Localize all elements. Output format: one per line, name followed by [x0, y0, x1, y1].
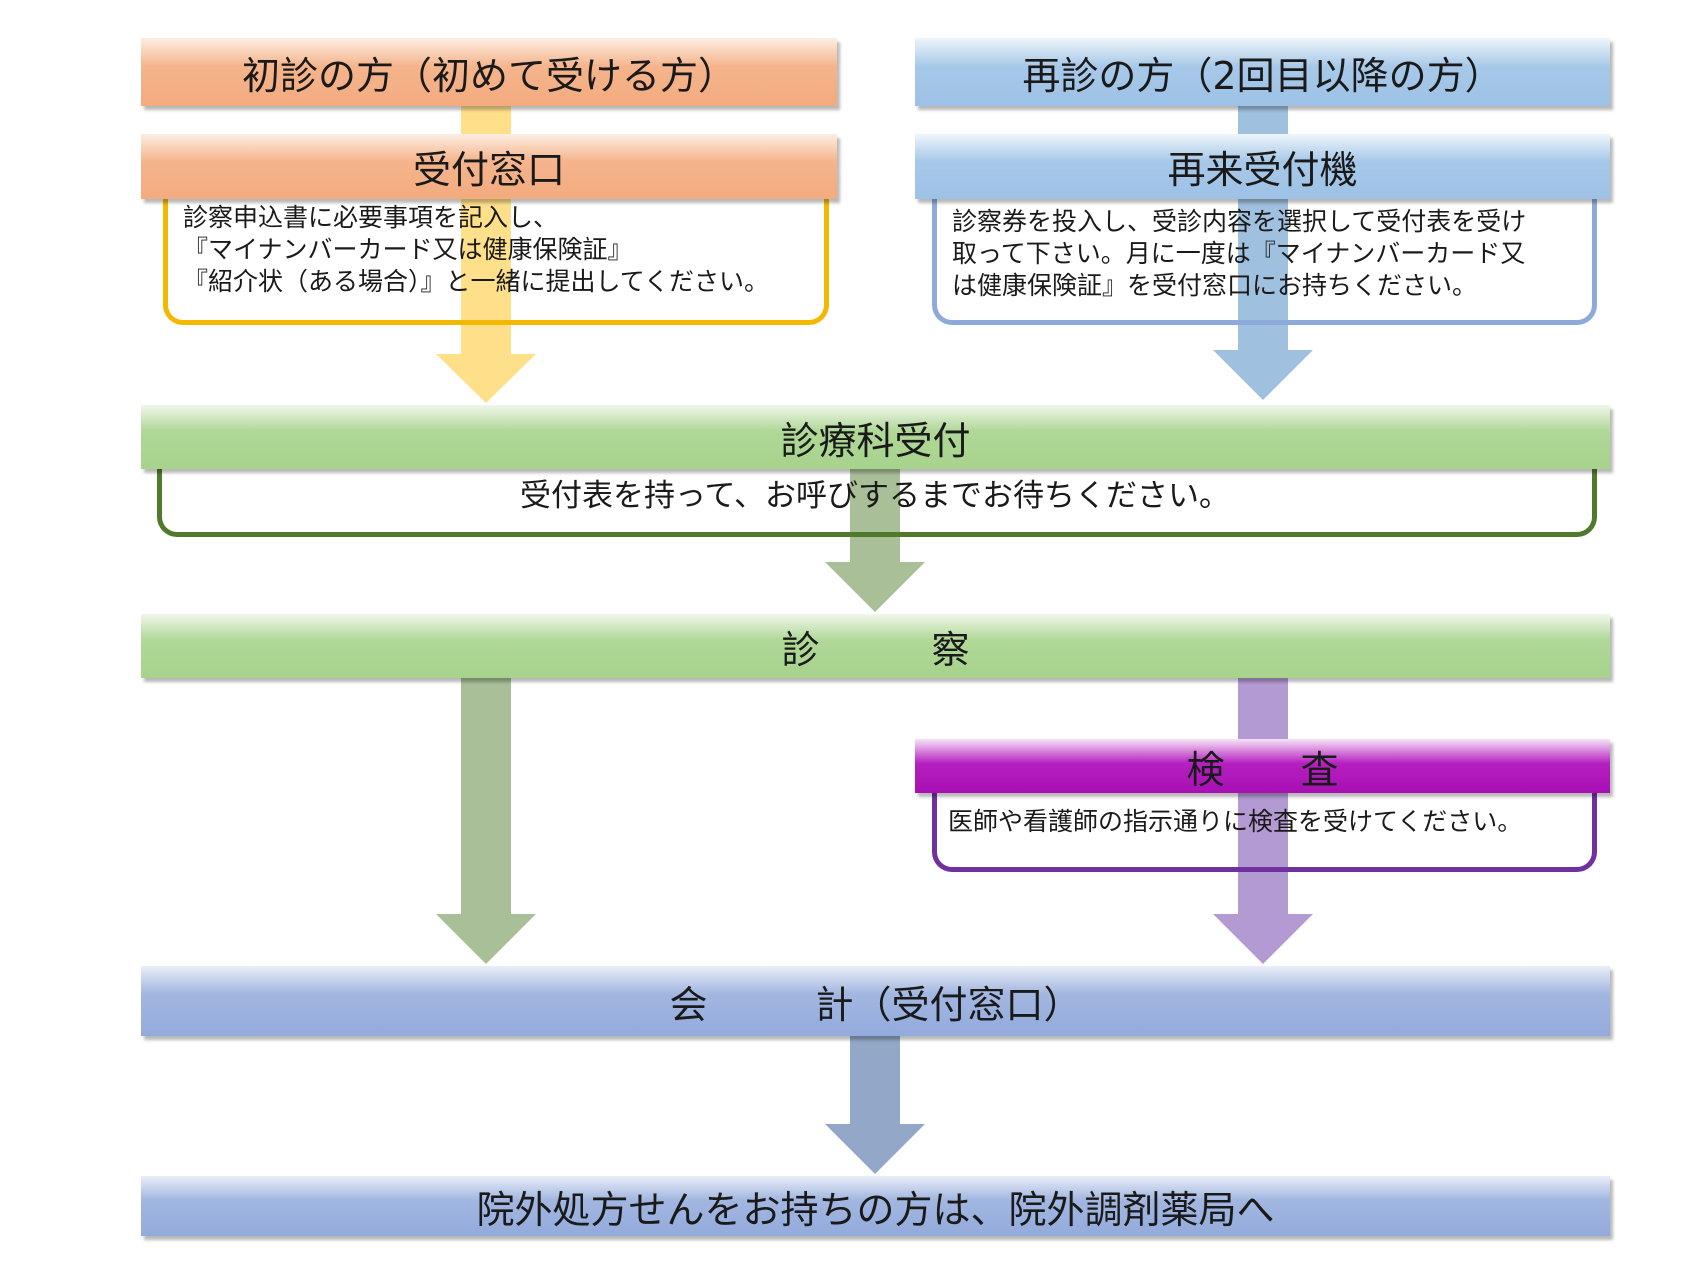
consultation-title-b: 察: [931, 627, 970, 672]
examination-title-b: 査: [1300, 747, 1339, 792]
revisit-header: 再診の方（2回目以降の方）: [915, 38, 1610, 106]
pharmacy-header: 院外処方せんをお持ちの方は、院外調剤薬局へ: [141, 1176, 1610, 1236]
payment-header: 会 計（受付窓口）: [141, 966, 1610, 1036]
reception-window-instructions: 診察申込書に必要事項を記入し、 『マイナンバーカード又は健康保険証』 『紹介状（…: [183, 202, 769, 298]
payment-title-b: 計（受付窓口）: [815, 982, 1082, 1027]
pharmacy-title: 院外処方せんをお持ちの方は、院外調剤薬局へ: [476, 1187, 1275, 1232]
arrow-to-payment: [436, 678, 536, 964]
examination-text: 医師や看護師の指示通りに検査を受けてください。: [948, 807, 1523, 836]
arrow-to-consultation: [825, 466, 925, 612]
first-visit-title: 初診の方（初めて受ける方）: [241, 53, 736, 98]
revisit-machine-instructions: 診察券を投入し、受診内容を選択して受付表を受け 取って下さい。月に一度は『マイナ…: [952, 206, 1526, 302]
revisit-machine-box: [932, 195, 1597, 325]
consultation-header: 診 察: [141, 614, 1610, 678]
revisit-line-1: 診察券を投入し、受診内容を選択して受付表を受け: [952, 207, 1527, 236]
examination-box: [932, 788, 1597, 872]
department-reception-header: 診療科受付: [141, 405, 1610, 469]
examination-header: 検 査: [915, 739, 1610, 793]
arrow-exam: [1213, 678, 1313, 964]
reception-line-2: 『マイナンバーカード又は健康保険証』: [183, 235, 633, 264]
revisit-machine-header: 再来受付機: [915, 134, 1610, 199]
first-visit-header: 初診の方（初めて受ける方）: [141, 38, 837, 106]
revisit-line-3: は健康保険証』を受付窓口にお持ちください。: [952, 271, 1478, 300]
revisit-line-2: 取って下さい。月に一度は『マイナンバーカード又: [952, 239, 1526, 268]
reception-window-title: 受付窓口: [412, 148, 565, 192]
examination-title-a: 検: [1186, 747, 1225, 792]
arrow-to-pharmacy: [825, 1036, 925, 1174]
reception-window-box: [163, 195, 829, 325]
reception-line-1: 診察申込書に必要事項を記入し、: [183, 203, 559, 232]
consultation-title-a: 診: [781, 627, 820, 672]
reception-window-header: 受付窓口: [141, 134, 837, 199]
revisit-machine-title: 再来受付機: [1167, 148, 1358, 192]
revisit-title: 再診の方（2回目以降の方）: [1022, 53, 1503, 98]
department-reception-title: 診療科受付: [780, 418, 971, 463]
reception-line-3: 『紹介状（ある場合）』と一緒に提出してください。: [183, 267, 770, 296]
department-reception-box: [157, 465, 1597, 537]
department-reception-text: 受付表を持って、お呼びするまでお待ちください。: [520, 478, 1230, 514]
payment-title-a: 会: [669, 982, 708, 1027]
